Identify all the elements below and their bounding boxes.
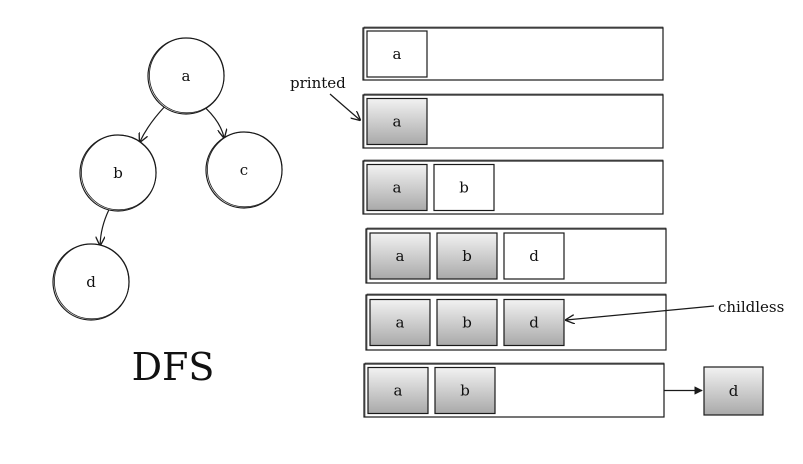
stack-cell-b-label: b xyxy=(462,314,472,332)
stack-frame-4-sketch xyxy=(366,227,667,284)
tree-node-a-sketch xyxy=(148,37,225,114)
childless-annotation-arrow xyxy=(566,305,715,320)
stack-cell-a: a xyxy=(369,298,431,347)
stack-cell-a-box xyxy=(367,366,429,415)
stack-cell-b-box xyxy=(434,366,496,415)
stack-cell-d: d xyxy=(503,298,565,347)
tree-node-a-label: a xyxy=(182,67,191,85)
stack-frame-5-sketch xyxy=(366,293,667,351)
printed-annotation-arrow xyxy=(329,93,360,120)
tree-nodes: a b c d xyxy=(52,37,283,321)
stack-cell-b-box xyxy=(436,298,498,347)
stack-cell-a-box xyxy=(369,298,431,347)
stack-state-1: a xyxy=(362,26,664,81)
stack-cell-a: a xyxy=(367,366,429,415)
tree-node-d-sketch xyxy=(54,243,130,320)
childless-annotation-label: childless xyxy=(718,298,784,316)
stack-cell-a-box xyxy=(366,163,428,212)
stack-cell-d-label: d xyxy=(529,247,539,265)
popped-node-box xyxy=(703,366,764,416)
stack-cell-b-label: b xyxy=(460,382,470,400)
tree-edges xyxy=(100,106,224,245)
stack-cell-a-label: a xyxy=(393,45,402,63)
diagram-title: DFS xyxy=(132,345,215,389)
popped-node-label: d xyxy=(729,382,739,400)
stack-cell-d-box xyxy=(503,298,565,347)
stack-cell-b: b xyxy=(436,298,498,347)
tree-node-c-sketch xyxy=(206,131,283,208)
tree-node-b: b xyxy=(79,134,157,212)
stack-cell-a-box xyxy=(366,30,428,78)
tree-edge-b-d xyxy=(100,209,110,245)
stack-cell-b: b xyxy=(433,163,495,212)
childless-annotation: childless xyxy=(566,298,784,320)
tree-edge-a-b xyxy=(140,106,165,142)
popped-node: d xyxy=(664,366,764,416)
stack-cell-b-label: b xyxy=(462,247,472,265)
stack-cell-a: a xyxy=(366,97,428,146)
stack-cell-a: a xyxy=(366,30,428,78)
tree-node-d-label: d xyxy=(86,273,96,291)
tree-node-d: d xyxy=(52,243,130,321)
stack-frame-1-sketch xyxy=(363,26,664,81)
tree-node-b-sketch xyxy=(81,134,157,211)
stack-cell-b-box xyxy=(436,232,498,280)
stack-cell-a-label: a xyxy=(396,314,405,332)
stack-cell-b-label: b xyxy=(459,179,469,197)
stack-cell-a-box xyxy=(366,97,428,146)
stack-cell-d-box xyxy=(503,232,565,280)
stack-state-2: a xyxy=(362,93,664,149)
stack-cell-a: a xyxy=(369,232,431,280)
stack-cell-a-label: a xyxy=(394,382,403,400)
stack-cell-a-label: a xyxy=(396,247,405,265)
stack-cell-b: b xyxy=(436,232,498,280)
printed-annotation-label: printed xyxy=(290,74,346,92)
stack-cell-a-label: a xyxy=(393,179,402,197)
tree-node-b-label: b xyxy=(113,164,123,182)
stack-cell-b-box xyxy=(433,163,495,212)
stack-cell-a-box xyxy=(369,232,431,280)
tree-node-c: c xyxy=(205,131,283,209)
tree: a b c d xyxy=(52,37,283,321)
stack-cell-d: d xyxy=(503,232,565,280)
stack-cell-d-label: d xyxy=(529,314,539,332)
tree-node-a: a xyxy=(147,37,225,115)
printed-annotation: printed xyxy=(290,74,360,120)
tree-edge-a-c xyxy=(205,107,224,137)
stack-frame-3-sketch xyxy=(363,159,664,215)
stack-cell-a-label: a xyxy=(393,113,402,131)
stack-cell-a: a xyxy=(366,163,428,212)
stack-frame-2-sketch xyxy=(363,93,664,149)
stack-cell-b: b xyxy=(434,366,496,415)
tree-node-c-label: c xyxy=(240,161,248,179)
